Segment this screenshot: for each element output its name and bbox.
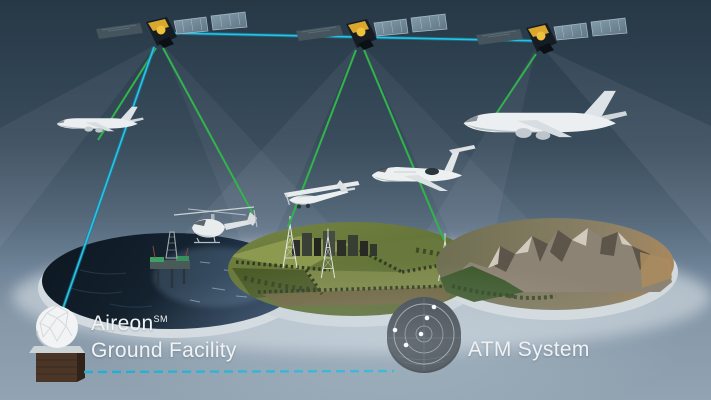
radar-ring-outer [393,303,455,365]
oil-platform [150,231,190,288]
helicopter [173,206,258,244]
ground-connection-line [83,369,395,374]
brand-text: Aireon [91,312,154,335]
satellite-3 [475,17,628,55]
radar-ring-middle [404,314,444,354]
atm-system-label: ATM System [468,338,590,361]
aireon-ground-facility [29,305,85,382]
signal-sat1-to-helicopter [162,47,254,215]
foothills [440,266,524,302]
mountain-disc [436,218,674,310]
business-jet [372,145,476,191]
signal-lines [59,46,537,315]
light-prop-aircraft [284,180,360,209]
radar-ring-inner [415,325,433,343]
atm-system-radar [387,297,461,373]
satellite-1 [95,11,248,49]
pedestal-top [29,346,85,353]
radar-blips [392,304,437,348]
satellite-2 [295,13,448,51]
downlink-sat1-to-facility [60,46,155,315]
signal-sat3-to-airliner [489,53,537,124]
ground-facility-brand-label: AireonSM [91,312,168,336]
signal-sat2-to-tower-right [363,49,445,241]
ground-facility-name-label: Ground Facility [91,339,237,362]
service-mark: SM [153,314,169,324]
